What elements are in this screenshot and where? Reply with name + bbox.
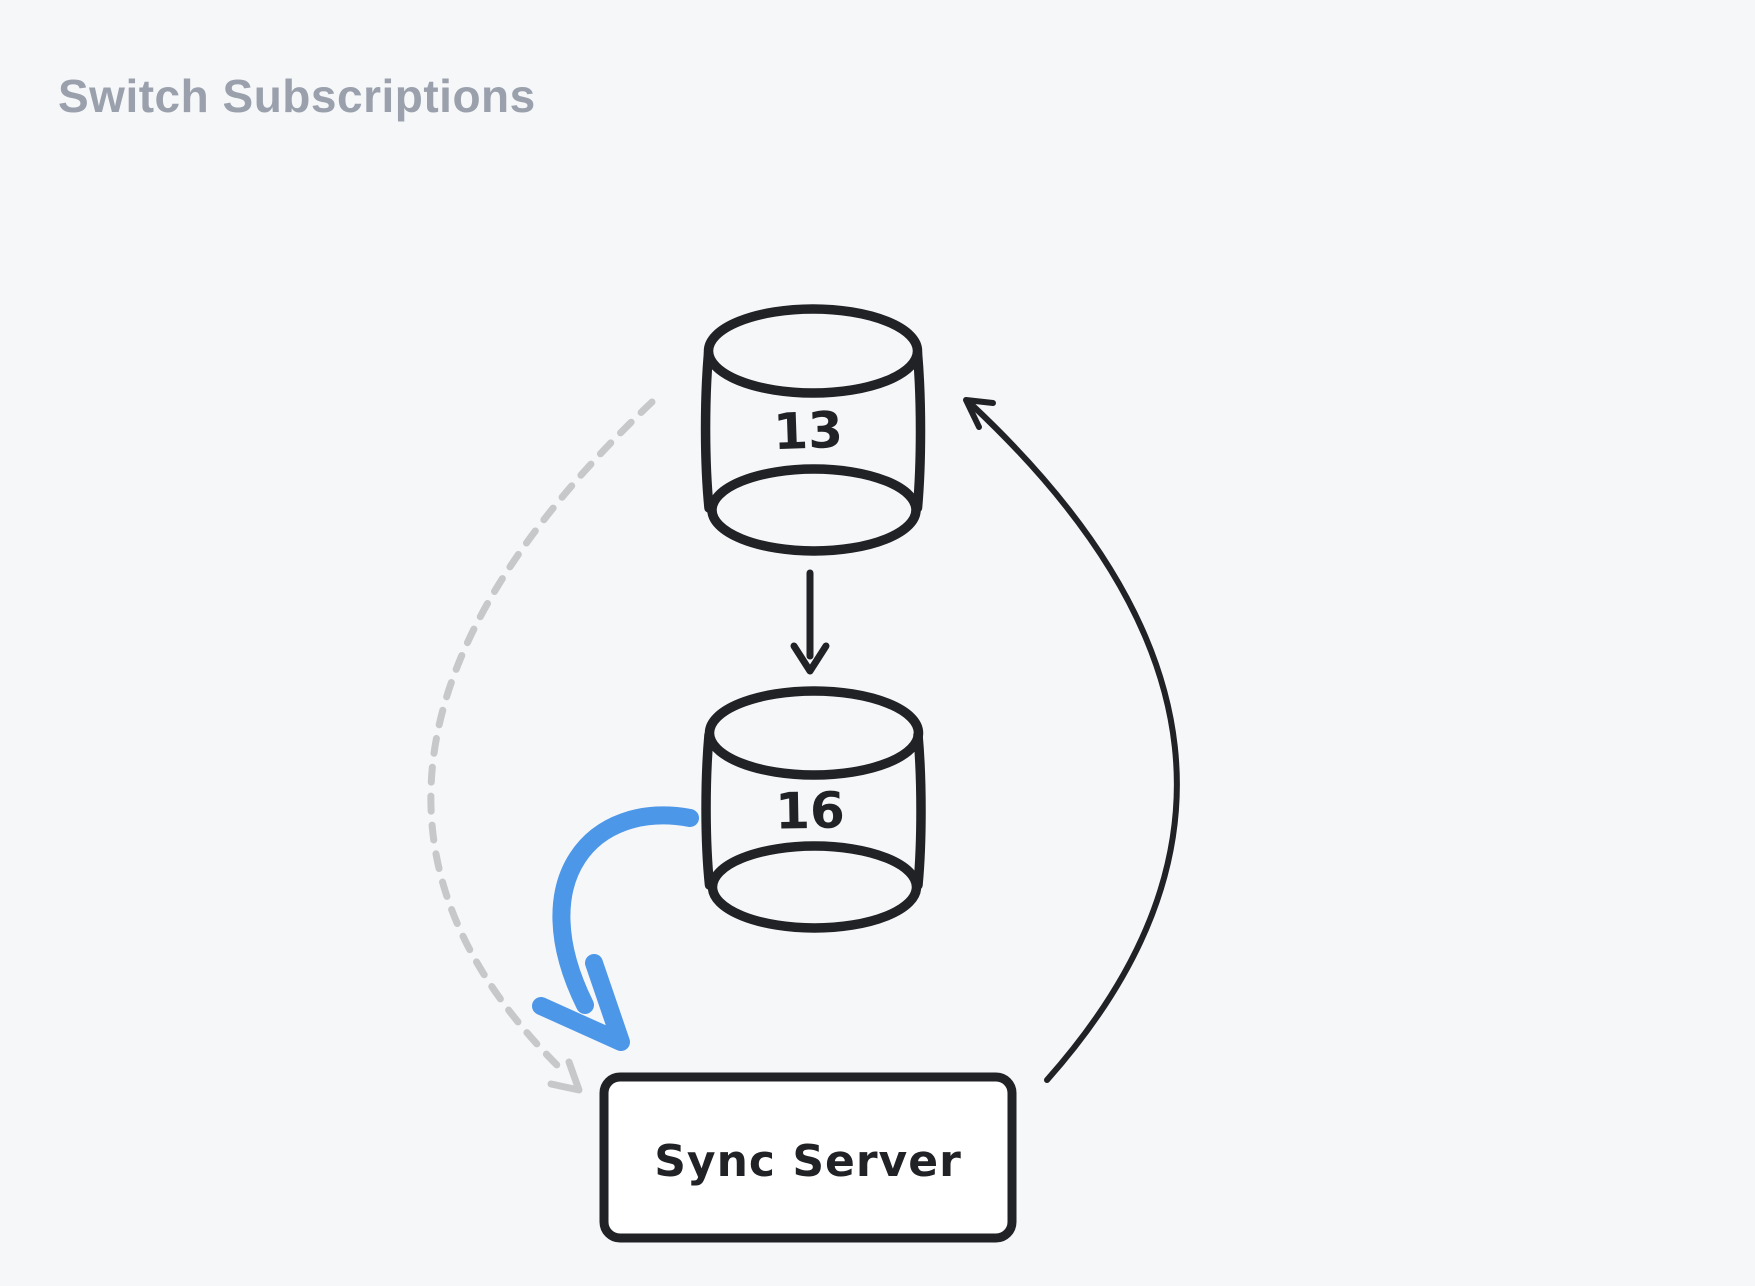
cylinder-right-wall: [913, 730, 926, 890]
edge-db13-to-db16-arrow: [790, 569, 830, 675]
node-labels: 13 16 Sync Server: [654, 401, 962, 1187]
blue-arrowhead-icon: [532, 954, 630, 1051]
cylinder-top-ellipse: [703, 304, 923, 398]
node-sync-server-box: [599, 1072, 1017, 1243]
down-arrowhead-icon: [790, 642, 830, 675]
return-arrowhead-icon: [963, 397, 996, 430]
cylinder-bottom-ellipse: [707, 464, 921, 556]
dashed-arrowhead-icon: [547, 1058, 583, 1094]
sync-server-label: Sync Server: [654, 1136, 962, 1187]
cylinder-right-wall: [912, 348, 926, 513]
node-database-13: [700, 304, 926, 556]
cylinder-left-wall: [700, 348, 714, 513]
cylinder-left-wall: [701, 730, 715, 890]
db-13-label: 13: [772, 401, 844, 461]
dashed-curve-path: [427, 398, 656, 1078]
page-title: Switch Subscriptions: [58, 70, 536, 122]
blue-curve-path: [552, 806, 699, 1014]
cylinder-top-ellipse: [704, 686, 924, 780]
ink-shapes: [599, 304, 1017, 1243]
cylinder-bottom-ellipse: [707, 841, 922, 933]
edge-db16-to-sync-blue: [532, 806, 699, 1051]
node-database-16: [701, 686, 926, 933]
edge-sync-to-db13-curve: [963, 397, 1180, 1083]
db-16-label: 16: [775, 781, 846, 840]
edge-db13-to-sync-dashed: [427, 398, 656, 1094]
return-curve-path: [969, 402, 1180, 1083]
